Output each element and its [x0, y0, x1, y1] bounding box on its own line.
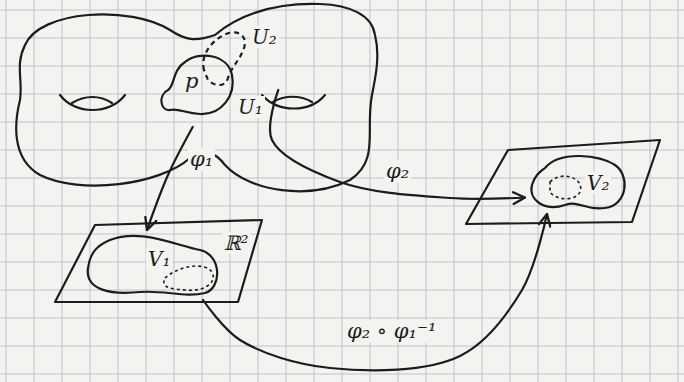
grid-line: [0, 66, 684, 67]
map-arrow: [147, 127, 193, 230]
plane-outline: [466, 140, 660, 224]
grid-line: [230, 0, 231, 382]
grid-line: [62, 0, 63, 382]
plane: V₁ ℝ²: [50, 212, 268, 307]
grid-line: [0, 178, 684, 179]
manifold-outline: [16, 4, 377, 191]
handle-hole: [262, 95, 325, 109]
grid-line: [650, 0, 651, 382]
grid-line: [0, 262, 684, 263]
grid-line: [174, 0, 175, 382]
grid-line: [202, 0, 203, 382]
grid-line: [454, 0, 455, 382]
grid-line: [0, 38, 684, 39]
region-outline: [161, 56, 232, 114]
image-region: V₂: [525, 148, 635, 214]
region-outline: [531, 156, 624, 209]
grid-line: [0, 150, 684, 151]
grid-line: [538, 0, 539, 382]
region-outline: [55, 220, 262, 302]
map-arrow: [270, 90, 525, 199]
handle-hole: [60, 95, 125, 110]
region-outline: [525, 148, 635, 214]
grid-line: [118, 0, 119, 382]
grid-line: [146, 0, 147, 382]
region-label: U₂: [250, 26, 279, 48]
region-outline: [88, 236, 217, 295]
map-label: φ₁: [188, 148, 215, 171]
region-label: ℝ²: [222, 232, 251, 254]
grid-line: [342, 0, 343, 382]
grid-line: [0, 94, 684, 95]
handle-hole: [72, 97, 112, 103]
chart-domain: U₁: [160, 52, 269, 127]
grid-line: [0, 318, 684, 319]
grid-line: [90, 0, 91, 382]
map-label: φ₂ ∘ φ₁⁻¹: [345, 320, 438, 343]
point-label: p: [183, 70, 200, 93]
grid-line: [510, 0, 511, 382]
grid-line: [34, 0, 35, 382]
grid-line: [0, 234, 684, 235]
region-label: U₁: [236, 96, 265, 118]
image-region: V₁: [84, 230, 224, 300]
grid-line: [0, 374, 684, 375]
region-outline: [203, 32, 245, 85]
map-label: φ₂: [384, 160, 411, 183]
chart-domain-dashed: U₂: [188, 18, 283, 90]
grid-line: [0, 346, 684, 347]
grid-line: [258, 0, 259, 382]
grid-line: [678, 0, 679, 382]
grid-line: [622, 0, 623, 382]
grid-line: [6, 0, 7, 382]
grid-line: [0, 122, 684, 123]
grid-line: [566, 0, 567, 382]
region-label: V₂: [585, 172, 611, 194]
grid-line: [0, 10, 684, 11]
overlap-region: [550, 176, 581, 199]
grid-line: [482, 0, 483, 382]
region-label: V₁: [146, 248, 172, 270]
handle-hole: [273, 97, 312, 102]
map-arrow: [203, 214, 547, 370]
